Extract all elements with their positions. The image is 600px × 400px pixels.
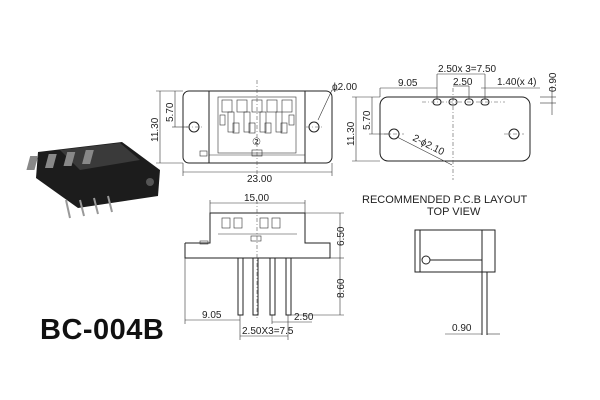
footprint-pitch-dim: 2.50 <box>453 77 473 88</box>
footprint-height-dim: 11.30 <box>346 121 357 146</box>
footprint-pitch-total-dim: 2.50x 3=7.50 <box>438 64 497 75</box>
footprint-hole-offset-dim: 5.70 <box>362 110 373 130</box>
front-hole-offset-dim: 5.70 <box>165 102 176 122</box>
footprint-pad-size-dim: 1.40(x 4) <box>497 77 536 88</box>
side-body-height-dim: 6.50 <box>336 226 347 246</box>
footprint-offset-dim: 9.05 <box>398 78 418 89</box>
footprint-holes-dim: 2-ϕ2.10 <box>411 133 447 158</box>
side-pin-length-dim: 8.60 <box>336 278 347 298</box>
pcb-layout-view <box>414 229 500 335</box>
front-view <box>156 80 338 178</box>
side-width-dim: 15.00 <box>244 193 269 204</box>
pcb-layout-title: RECOMMENDED P.C.B LAYOUT <box>362 194 528 206</box>
side-pitch-dim: 2.50 <box>294 312 314 323</box>
pcb-layout-subtitle: TOP VIEW <box>427 206 481 218</box>
front-width-dim: 23.00 <box>247 174 272 185</box>
side-offset-dim: 9.05 <box>202 310 222 321</box>
side-pitch-total-dim: 2.50X3=7.5 <box>242 326 294 337</box>
pcb-layout-dim: 0.90 <box>452 323 472 334</box>
connector-photo <box>26 142 160 219</box>
part-number-label: BC-004B <box>40 314 165 346</box>
pcb-footprint-view <box>352 73 556 180</box>
footprint-edge-dim: 0.90 <box>548 72 559 92</box>
front-hole-dia-dim: ϕ2.00 <box>332 82 358 93</box>
side-view <box>184 200 344 340</box>
front-height-dim: 11.30 <box>150 117 161 142</box>
pin-one-mark: ② <box>252 137 261 148</box>
